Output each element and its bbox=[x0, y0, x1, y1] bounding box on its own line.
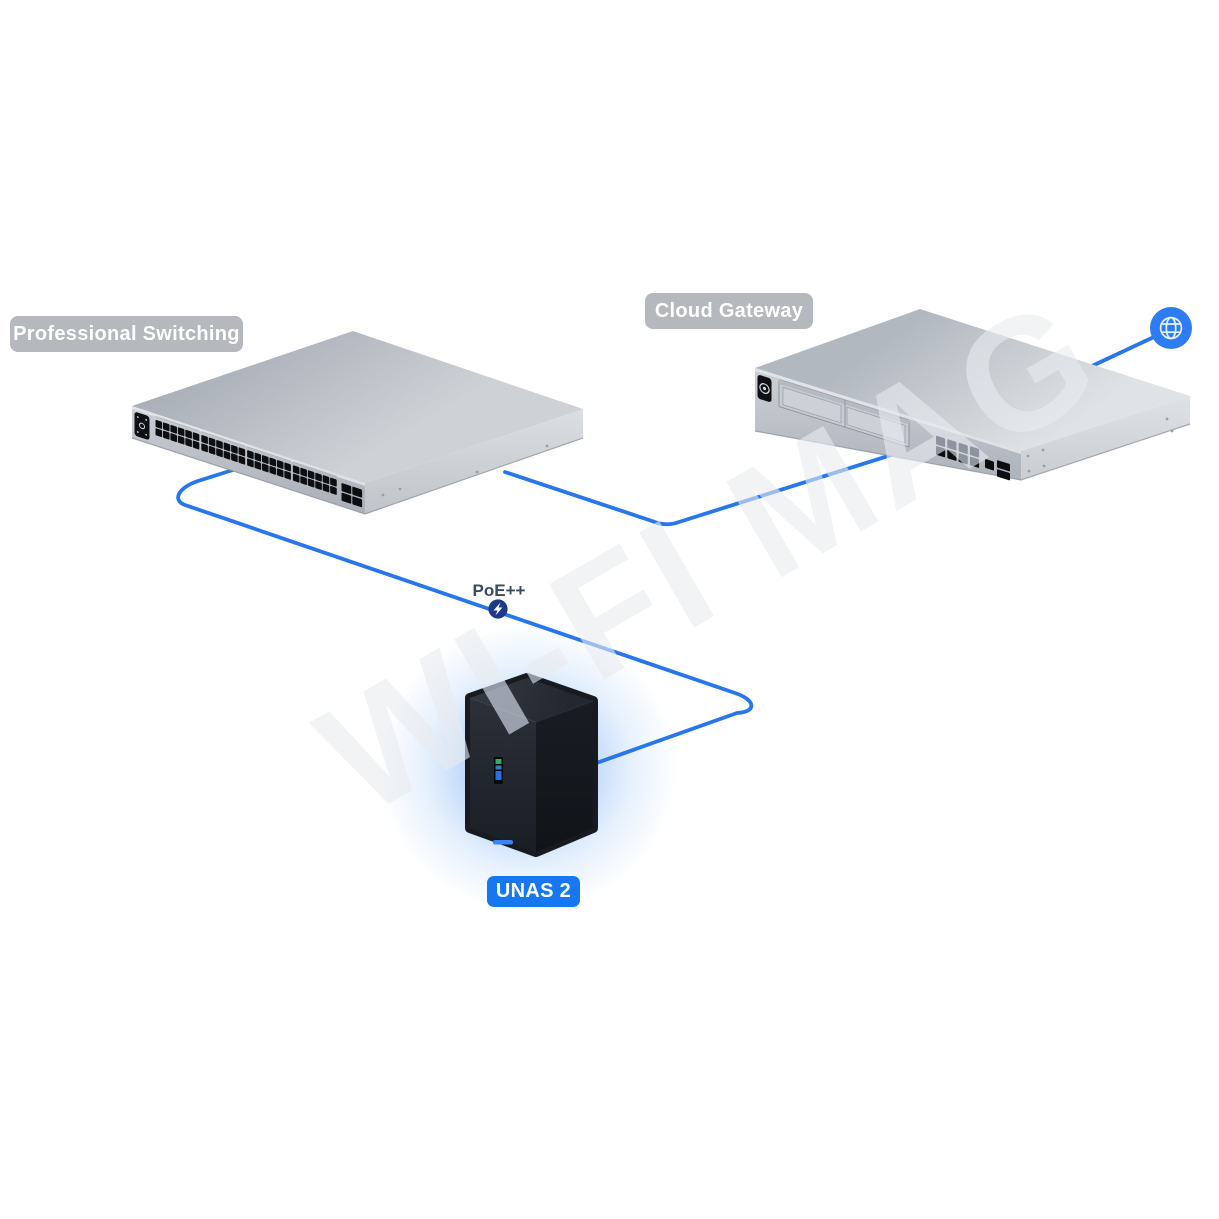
unas-device bbox=[465, 673, 598, 857]
connection-line-switch-gateway bbox=[503, 448, 909, 527]
poe-label: PoE++ bbox=[472, 581, 526, 600]
switch-device bbox=[131, 331, 584, 515]
switch-screws bbox=[381, 444, 549, 497]
gateway-device bbox=[754, 309, 1191, 481]
gateway-sfp-ports bbox=[997, 460, 1010, 481]
switch-sfp-ports bbox=[341, 483, 363, 508]
switch-ethernet-ports bbox=[155, 415, 337, 495]
unas-display bbox=[494, 757, 503, 784]
unas-led-strip bbox=[493, 840, 513, 845]
connection-line-switch-nas bbox=[176, 467, 754, 768]
gateway-screws bbox=[1026, 417, 1174, 473]
gateway-ethernet-ports bbox=[936, 435, 980, 468]
gateway-label-badge: Cloud Gateway bbox=[645, 293, 813, 329]
unas-label-badge: UNAS 2 bbox=[487, 876, 580, 907]
switch-power-socket bbox=[134, 412, 150, 440]
gateway-rj45-port bbox=[985, 459, 994, 471]
poe-node bbox=[488, 599, 508, 619]
lightning-bolt-icon bbox=[493, 602, 503, 616]
switch-label-badge: Professional Switching bbox=[10, 316, 243, 352]
globe-icon bbox=[1150, 307, 1192, 349]
